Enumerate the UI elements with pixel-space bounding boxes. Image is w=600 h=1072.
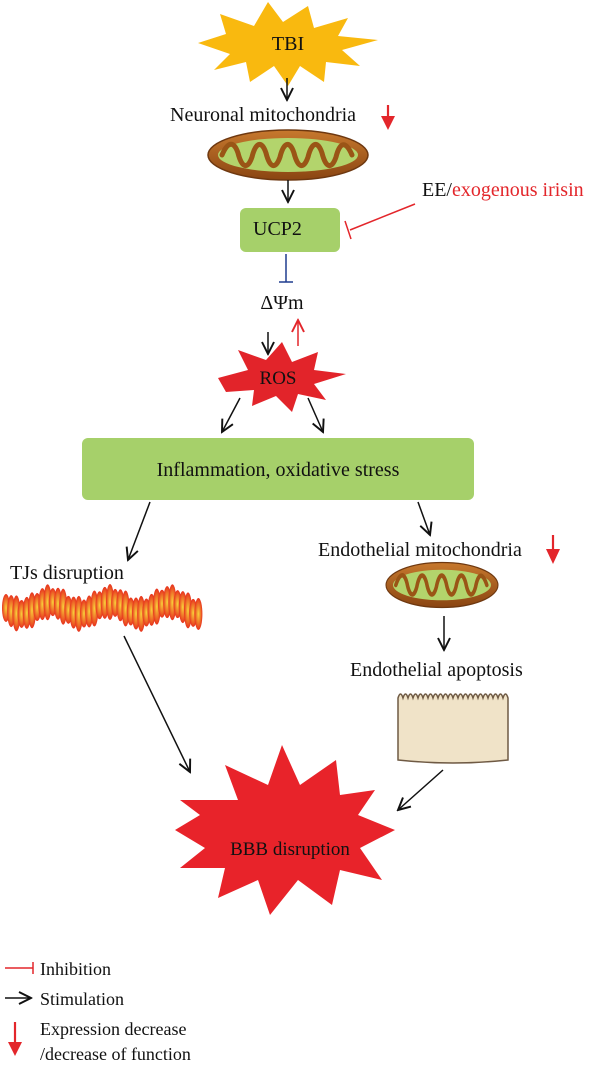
tj-segment bbox=[43, 584, 52, 621]
legend-decrease-line1: Expression decrease bbox=[40, 1019, 187, 1039]
ucp2-label: UCP2 bbox=[253, 218, 302, 240]
neuronal-mitochondrion-icon bbox=[208, 130, 368, 180]
endothelial-mitochondrion-icon bbox=[386, 563, 498, 608]
endo-apoptosis-label: Endothelial apoptosis bbox=[350, 659, 523, 681]
neuronal-mito-label: Neuronal mitochondria bbox=[170, 104, 357, 126]
bbb-label: BBB disruption bbox=[230, 839, 350, 860]
inflammation-box bbox=[82, 438, 474, 500]
tbi-label: TBI bbox=[271, 33, 305, 55]
legend-decrease-line2: /decrease of function bbox=[40, 1044, 191, 1064]
tbi-starburst bbox=[198, 2, 378, 86]
tjs-label: TJs disruption bbox=[10, 562, 124, 584]
delta-psi-label: ΔΨm bbox=[260, 292, 304, 314]
ros-label: ROS bbox=[259, 368, 297, 389]
endo-mito-decrease-icon bbox=[546, 535, 560, 564]
legend-stimulation-label: Stimulation bbox=[40, 989, 125, 1009]
arrow-inflammation-to-endo-mito bbox=[417, 501, 430, 535]
endo-mito-label: Endothelial mitochondria bbox=[318, 539, 522, 561]
legend-decrease-arrow-icon bbox=[8, 1022, 22, 1056]
legend-inhibition-label: Inhibition bbox=[40, 959, 111, 979]
arrow-apoptosis-to-bbb bbox=[398, 769, 444, 810]
ee-irisin: exogenous irisin bbox=[452, 179, 584, 201]
endothelial-cell-icon bbox=[397, 693, 509, 764]
inhibition-ee-to-ucp2 bbox=[349, 203, 416, 231]
ucp2-box bbox=[240, 208, 340, 252]
inhibition-bar bbox=[344, 220, 352, 240]
arrow-inflammation-to-tjs bbox=[128, 501, 151, 560]
ros-starburst bbox=[218, 342, 346, 412]
inflammation-label: Inflammation, oxidative stress bbox=[156, 459, 400, 481]
ee-label: EE/exogenous irisin bbox=[422, 180, 584, 200]
neuronal-mito-decrease-icon bbox=[381, 105, 395, 130]
bbb-starburst bbox=[175, 745, 395, 915]
tj-segment bbox=[74, 595, 83, 632]
arrow-ros-to-inflammation-left bbox=[222, 397, 241, 432]
tj-segment bbox=[194, 597, 203, 630]
arrow-tjs-to-bbb bbox=[123, 635, 190, 772]
ee-prefix: EE/ bbox=[422, 179, 452, 201]
arrow-ros-to-inflammation-right bbox=[307, 397, 323, 432]
tjs-disruption-graphic bbox=[2, 584, 203, 632]
